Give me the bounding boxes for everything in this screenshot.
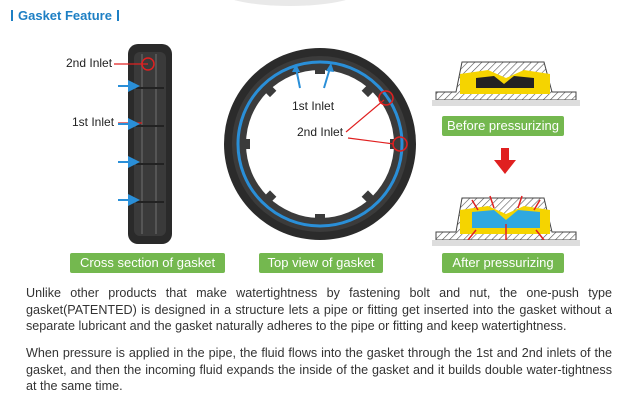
before-pressurizing-caption: Before pressurizing [442, 116, 564, 136]
cross-section-inlet1-label: 1st Inlet [72, 115, 115, 129]
top-view-illustration [224, 48, 416, 240]
after-pressurizing-illustration [432, 195, 580, 246]
section-title: Gasket Feature [6, 8, 124, 23]
cross-section-inlet2-label: 2nd Inlet [66, 56, 113, 70]
after-pressurizing-caption: After pressurizing [442, 253, 564, 273]
top-view-inlet1-label: 1st Inlet [292, 99, 335, 113]
top-view-caption: Top view of gasket [259, 253, 383, 273]
top-view-inlet2-label: 2nd Inlet [297, 125, 344, 139]
down-arrow-icon [494, 148, 516, 174]
title-bar-right [116, 10, 119, 21]
decorative-arc [215, 0, 365, 6]
cross-section-caption: Cross section of gasket [70, 253, 225, 273]
section-title-text: Gasket Feature [18, 8, 112, 23]
title-bar-left [11, 10, 13, 21]
inlet2-pointer-line [114, 63, 148, 65]
body-paragraph-2: When pressure is applied in the pipe, th… [26, 346, 612, 393]
body-paragraph-1: Unlike other products that make watertig… [26, 286, 612, 333]
before-pressurizing-illustration [432, 61, 580, 106]
flow-arrows-icon [118, 80, 140, 206]
